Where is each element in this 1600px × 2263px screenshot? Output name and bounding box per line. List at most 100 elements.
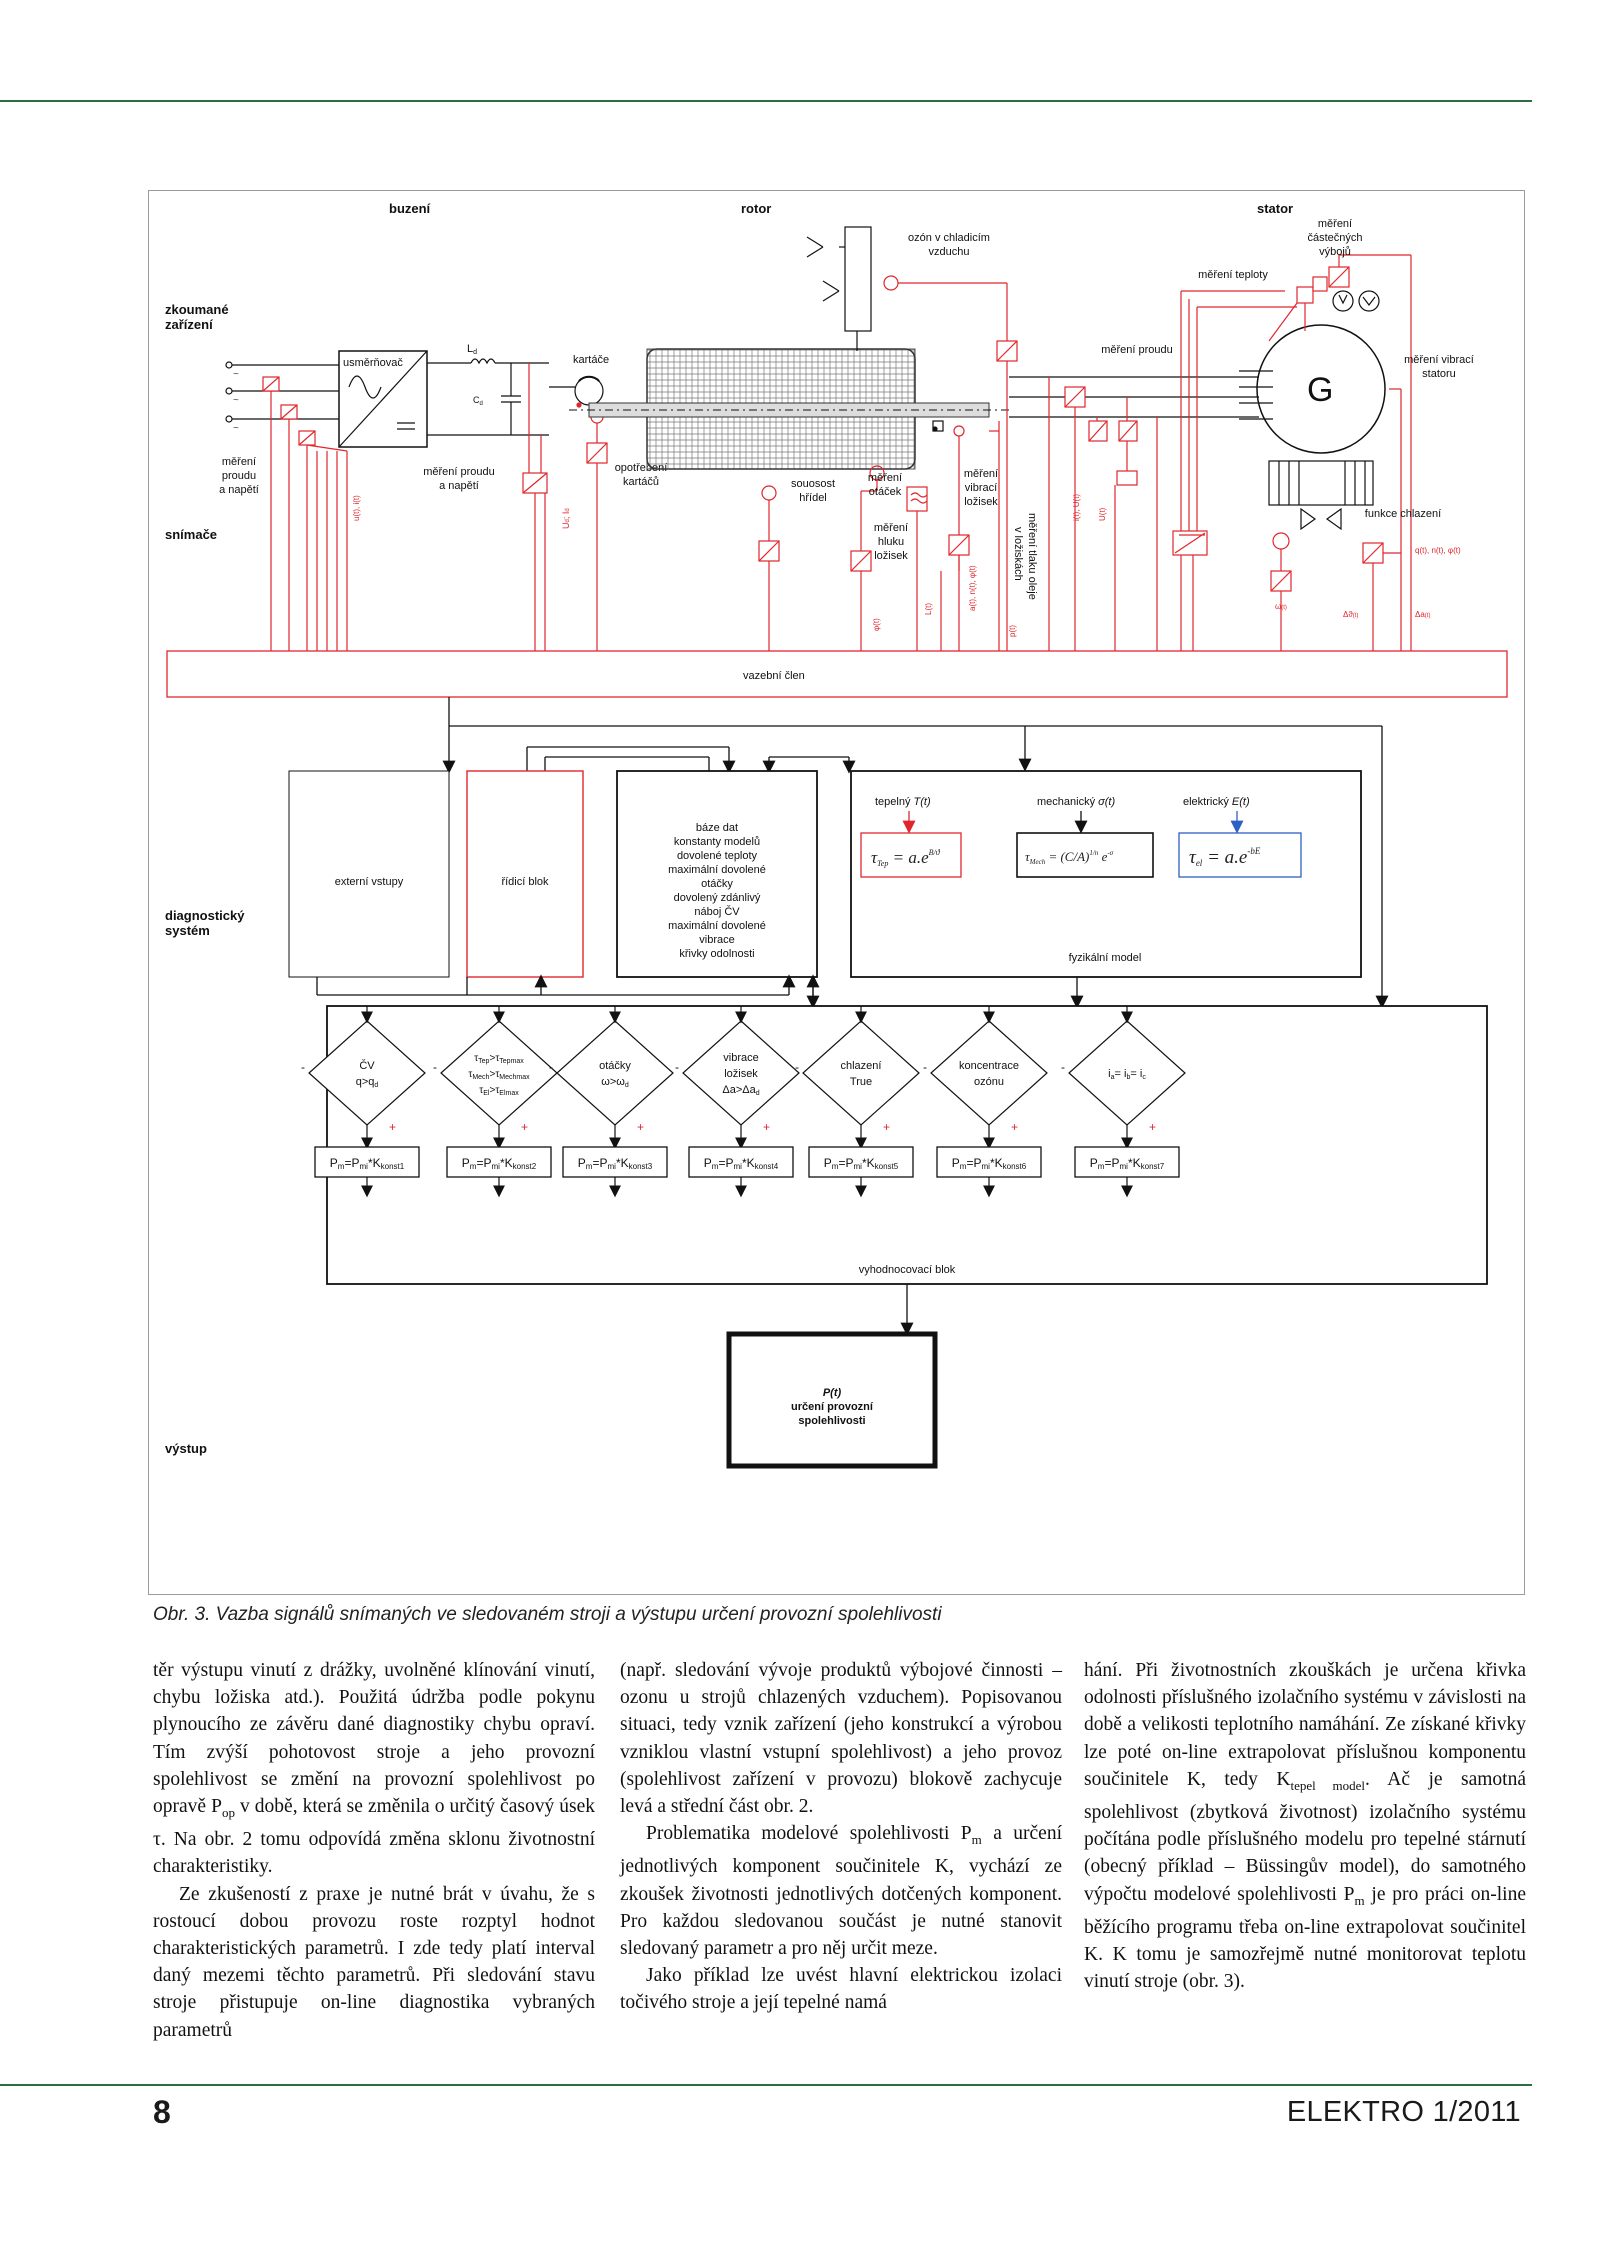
text-column-3: hání. Při životnostních zkouškách je urč…	[1084, 1657, 1526, 1995]
sensor-ui-label-1: měření	[222, 456, 256, 468]
stator-vib-label-2: statoru	[1422, 368, 1456, 380]
row-label-diagnosticky: diagnostický	[165, 908, 245, 923]
pm-formula-text-part: *K	[368, 1156, 381, 1170]
pm-formula-text-part: m	[338, 1162, 345, 1171]
signal-dtheta: Δϑ	[1343, 610, 1353, 619]
sensor-noise-label-2: hluku	[878, 536, 904, 548]
subscript: tepel model	[1290, 1777, 1366, 1793]
sensor-oil-label-2: v ložiskách	[1012, 527, 1024, 581]
signal-id: ; I	[561, 512, 571, 520]
sensor-alignment-label-2: hřídel	[799, 492, 827, 504]
diamond-text: q>qd	[356, 1076, 379, 1089]
coupling-label: vazební člen	[743, 670, 805, 682]
diamond-text: τTep >τTepmax	[474, 1053, 524, 1065]
pm-formula-box	[446, 1146, 552, 1178]
minus-sign: -	[795, 1060, 799, 1074]
paragraph: Ze zkušeností z praxe je nutné brát v úv…	[153, 1883, 595, 2041]
row-label-system: systém	[165, 923, 210, 938]
block-database	[616, 770, 818, 978]
pm-formula-text: Pm =Pmi *Kkonst6	[952, 1156, 1027, 1171]
evaluation-diamonds: - + ČV q>qd Pm =Pmi *Kkonst1 - + τTep >τTepma…	[301, 1006, 1186, 1198]
inductor-sub: d	[473, 349, 477, 356]
subscript: op	[221, 1804, 235, 1820]
figure-diagram: buzení rotor stator zkoumané zařízení sn…	[148, 190, 1525, 1595]
bottom-rule	[0, 2084, 1532, 2086]
db-line: maximální dovolené	[668, 864, 766, 876]
sensor-ui-label-3: a napětí	[219, 484, 259, 496]
pm-formula-text-part: =P	[966, 1156, 981, 1170]
minus-sign: -	[923, 1060, 927, 1074]
diamond-text-part: >τ	[489, 1069, 499, 1080]
db-line: otáčky	[701, 878, 733, 890]
diamond-text-part: a	[1111, 1074, 1115, 1081]
col-stator: stator	[1257, 201, 1293, 216]
pm-formula-text-part: m	[832, 1162, 839, 1171]
pm-formula-text-part: *K	[500, 1156, 513, 1170]
pm-formula-text: Pm =Pmi *Kkonst2	[462, 1156, 537, 1171]
rectifier-label: usměrňovač	[343, 357, 403, 369]
pm-formula-text-part: P	[824, 1156, 832, 1170]
minus-sign: -	[675, 1060, 679, 1074]
pd-label-2: částečných	[1307, 232, 1362, 244]
block-control	[466, 770, 584, 978]
pm-formula-text-part: =P	[476, 1156, 491, 1170]
block-external-inputs	[288, 770, 450, 978]
diamond-text-part: = i	[1115, 1068, 1127, 1080]
signal-dtheta-sub: (t)	[1353, 613, 1359, 619]
plus-sign: +	[883, 1120, 890, 1134]
minus-sign: -	[1061, 1060, 1065, 1074]
diamond-text-part: c	[1142, 1074, 1146, 1081]
pm-formula-text-part: =P	[1104, 1156, 1119, 1170]
diamond-text: vibrace	[723, 1052, 758, 1064]
pm-formula-box	[688, 1146, 794, 1178]
signal-iu: i(t), U(t)	[1072, 494, 1081, 521]
pm-formula-text: Pm =Pmi *Kkonst7	[1090, 1156, 1165, 1171]
sensor-wear-label-2: kartáčů	[623, 476, 659, 488]
pm-formula-text-part: mi	[607, 1162, 616, 1171]
sensor-alignment-label-1: souosost	[791, 478, 835, 490]
output-line-1: určení provozní	[791, 1401, 874, 1413]
sensor-speed-label-1: měření	[868, 472, 902, 484]
pm-formula-text-part: =P	[592, 1156, 607, 1170]
cooling-label: funkce chlazení	[1365, 508, 1441, 520]
diamond-text-part: ozónu	[974, 1076, 1004, 1088]
pd-label-3: výbojů	[1319, 246, 1351, 258]
rotor-drawing	[569, 348, 1009, 470]
pm-formula-text-part: P	[330, 1156, 338, 1170]
pm-formula-text-part: m	[960, 1162, 967, 1171]
diamond-text-part: koncentrace	[959, 1060, 1019, 1072]
diamond-text-part: ložisek	[724, 1068, 758, 1080]
signal-l: L(t)	[924, 603, 933, 615]
pm-formula-text-part: mi	[359, 1162, 368, 1171]
plus-sign: +	[637, 1120, 644, 1134]
diamond-text: ozónu	[974, 1076, 1004, 1088]
thermal-formula-box	[860, 832, 962, 878]
plus-sign: +	[1149, 1120, 1156, 1134]
thermal-label: tepelný	[875, 796, 911, 808]
diamond-text-part: >τ	[489, 1053, 499, 1064]
sensor-oil-label-1: měření tlaku oleje	[1026, 513, 1038, 600]
row-label-zkoumane: zkoumané	[165, 302, 229, 317]
svg-text:~: ~	[233, 369, 239, 380]
pm-formula-text-part: *K	[742, 1156, 755, 1170]
diamond-text-part: ČV	[359, 1059, 375, 1072]
cap-sub: d	[480, 401, 483, 407]
figure-caption: Obr. 3. Vazba signálů snímaných ve sledo…	[153, 1604, 942, 1625]
pm-formula-text: Pm =Pmi *Kkonst1	[330, 1156, 405, 1171]
diamond-text: koncentrace	[959, 1060, 1019, 1072]
signal-da: Δa	[1415, 610, 1425, 619]
pm-formula-text-part: P	[462, 1156, 470, 1170]
pm-formula-text-part: m	[586, 1162, 593, 1171]
diamond-text: ia = ib = ic	[1108, 1068, 1146, 1081]
sensor-ui-label-2: proudu	[222, 470, 256, 482]
svg-text:Ld: Ld	[467, 343, 477, 356]
svg-text:Δϑ(t): Δϑ(t)	[1343, 610, 1358, 619]
sensor-dc-label-1: měření proudu	[423, 466, 495, 478]
pm-formula-text-part: mi	[981, 1162, 990, 1171]
diamond-text-part: Tepmax	[499, 1058, 524, 1065]
pm-formula-text-part: P	[704, 1156, 712, 1170]
signal-phi: φ(t)	[872, 618, 881, 631]
brushes-label: kartáče	[573, 354, 609, 366]
thermal-symbol: T(t)	[914, 796, 931, 808]
diamond-text-part: Elmax	[499, 1090, 519, 1097]
